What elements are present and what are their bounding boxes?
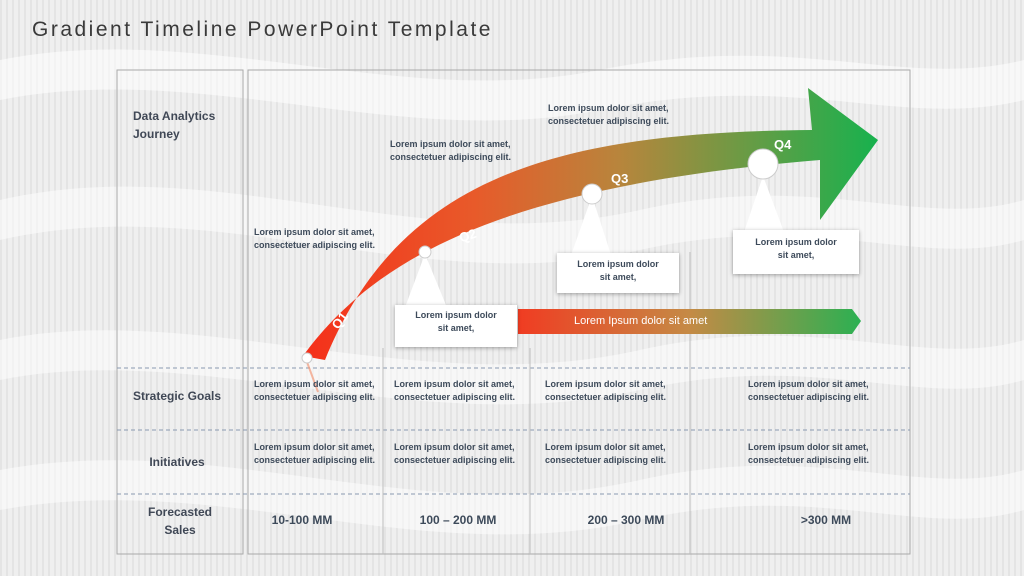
journey-text: Lorem ipsum dolor sit amet,consectetuer …: [390, 139, 512, 162]
sales-value: 200 – 300 MM: [587, 513, 665, 527]
milestone-dot-q4: [747, 148, 779, 180]
row-label-initiatives: Initiatives: [149, 455, 205, 469]
sales-value: >300 MM: [800, 513, 852, 527]
journey-text: Lorem ipsum dolor sit amet,consectetuer …: [548, 103, 670, 126]
band-text: Lorem Ipsum dolor sit amet: [574, 315, 708, 327]
goal-text: Lorem ipsum dolor sit amet,consectetuer …: [748, 379, 870, 402]
callout-pointer: [570, 196, 612, 258]
sales-value: 100 – 200 MM: [419, 513, 497, 527]
initiative-text: Lorem ipsum dolor sit amet,consectetuer …: [545, 442, 667, 465]
initiative-text: Lorem ipsum dolor sit amet,consectetuer …: [748, 442, 870, 465]
goal-text: Lorem ipsum dolor sit amet,consectetuer …: [545, 379, 667, 402]
milestone-dot-q2: [418, 245, 432, 259]
initiative-text: Lorem ipsum dolor sit amet,consectetuer …: [254, 442, 376, 465]
timeline-arrow: [303, 88, 878, 360]
journey-text: Lorem ipsum dolor sit amet,consectetuer …: [254, 227, 376, 250]
progress-band: [518, 309, 861, 334]
callout-pointer: [404, 254, 448, 310]
callout-pointer: [744, 176, 784, 232]
milestone-dot-q1: [301, 352, 313, 364]
quarter-label-q4: Q4: [774, 137, 792, 152]
label-column-frame: [116, 69, 244, 555]
sales-value: 10-100 MM: [271, 513, 333, 527]
goal-text: Lorem ipsum dolor sit amet,consectetuer …: [394, 379, 516, 402]
row-label-goals: Strategic Goals: [132, 389, 222, 403]
page-title: Gradient Timeline PowerPoint Template: [32, 18, 493, 41]
milestone-dot-q3: [581, 183, 603, 205]
goal-text: Lorem ipsum dolor sit amet,consectetuer …: [254, 379, 376, 402]
quarter-label-q3: Q3: [611, 171, 629, 186]
content-frame: [247, 69, 911, 555]
initiative-text: Lorem ipsum dolor sit amet,consectetuer …: [394, 442, 516, 465]
